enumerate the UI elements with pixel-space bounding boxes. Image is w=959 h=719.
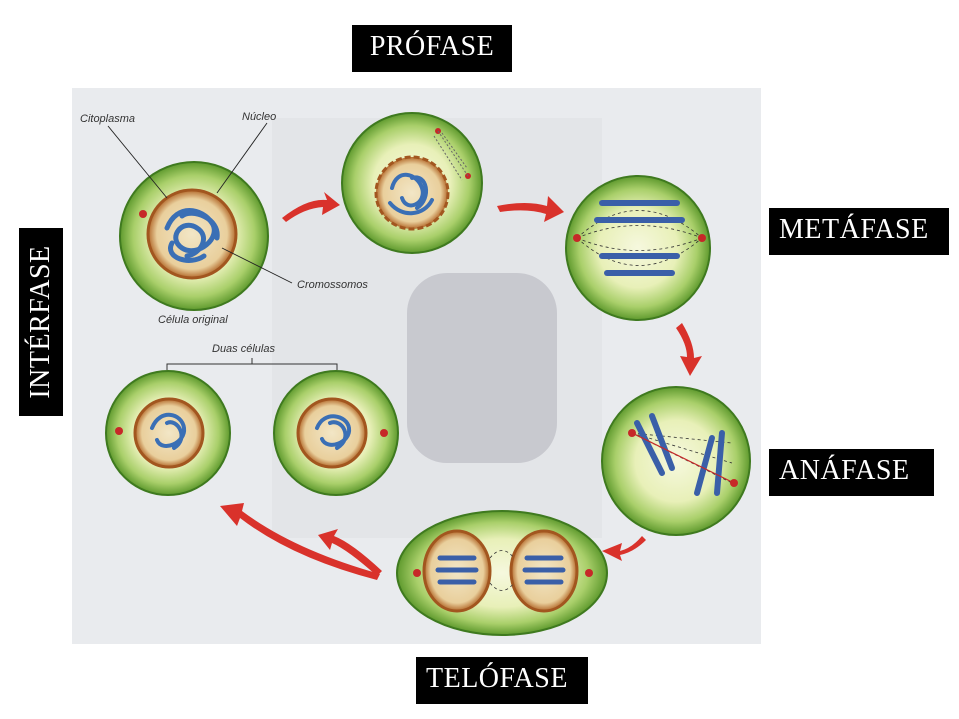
annotation-cromossomos: Cromossomos	[297, 279, 368, 291]
metafase-label: METÁFASE	[769, 208, 949, 255]
anafase-label: ANÁFASE	[769, 449, 934, 496]
cell-telophase	[396, 510, 608, 636]
telofase-label: TELÓFASE	[416, 657, 588, 704]
annotation-leaders	[107, 122, 293, 284]
annotation-nucleo: Núcleo	[242, 111, 276, 123]
interfase-label-text: INTÉRFASE	[25, 245, 56, 399]
daughter-cells-bracket	[166, 358, 338, 370]
gray-center-patch	[407, 273, 557, 463]
daughter-cell-left	[105, 370, 231, 496]
cell-metaphase	[565, 175, 711, 321]
arrow-anaphase-to-telophase	[602, 536, 646, 561]
arrow-metaphase-to-anaphase	[676, 323, 702, 376]
cell-anaphase	[601, 386, 751, 536]
profase-label: PRÓFASE	[352, 25, 512, 72]
mitosis-diagram: Citoplasma Núcleo Cromossomos Célula ori…	[72, 88, 761, 644]
daughter-cell-right	[273, 370, 399, 496]
cell-prophase	[341, 112, 483, 254]
cycle-arrows	[220, 192, 702, 580]
arrow-prophase-to-metaphase	[497, 196, 564, 222]
annotation-celula-original: Célula original	[158, 314, 228, 326]
arrow-interphase-to-prophase	[282, 192, 340, 222]
annotation-citoplasma: Citoplasma	[80, 113, 135, 125]
arrow-large-curve	[220, 503, 380, 580]
annotation-duas-celulas: Duas células	[212, 343, 275, 355]
interfase-label: INTÉRFASE	[19, 228, 63, 416]
arrow-telophase-to-daughters	[318, 529, 382, 576]
cell-original	[119, 161, 269, 311]
